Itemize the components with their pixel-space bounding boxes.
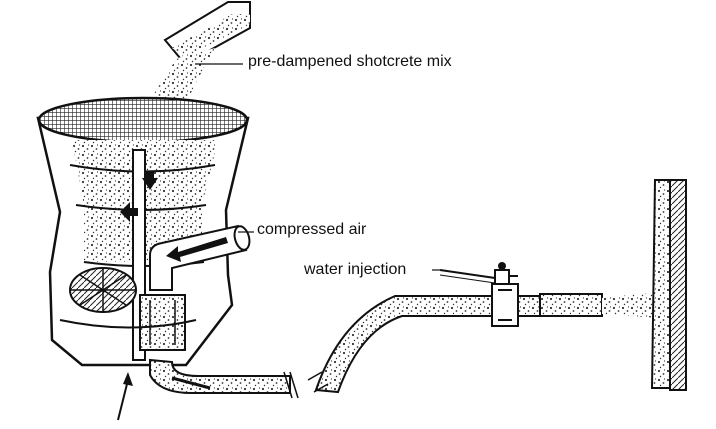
wall-substrate bbox=[650, 179, 687, 391]
gun-machine-body bbox=[36, 96, 250, 367]
valve-handle-icon bbox=[498, 262, 506, 270]
delivery-hose bbox=[307, 262, 603, 394]
label-compressed-air: compressed air bbox=[257, 221, 367, 238]
label-pre-dampened-mix: pre-dampened shotcrete mix bbox=[248, 53, 452, 70]
shotcrete-spray bbox=[602, 292, 660, 318]
flow-arrow-icon bbox=[120, 202, 138, 222]
nozzle bbox=[539, 293, 603, 317]
air-inlet-arrow-icon bbox=[117, 379, 129, 421]
hopper-grate bbox=[37, 96, 249, 144]
air-flow-arrow-icon bbox=[166, 237, 228, 262]
flow-arrow-icon bbox=[142, 172, 158, 190]
label-water-injection: water injection bbox=[304, 261, 407, 278]
compressed-air-pipe bbox=[149, 224, 251, 291]
water-valve bbox=[494, 269, 510, 285]
discharge-hose bbox=[117, 358, 299, 421]
